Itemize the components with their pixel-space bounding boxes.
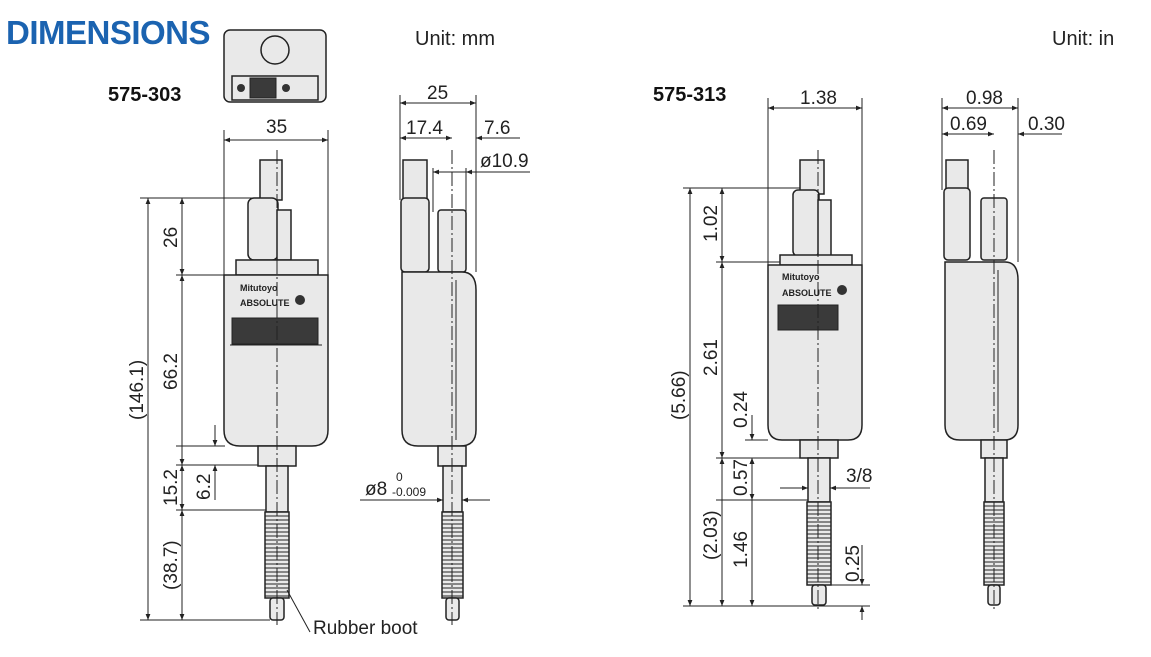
dim-38-7: (38.7) [161, 540, 182, 590]
left-front-view: Mitutoyo ABSOLUTE [223, 150, 329, 625]
dim-0-24: 0.24 [731, 391, 752, 428]
brand-logo: Mitutoyo [240, 283, 278, 293]
dim-7-6: 7.6 [484, 118, 510, 139]
dim-15-2: 15.2 [161, 469, 182, 506]
dim-dia-8: ø8 [365, 479, 387, 500]
dim-146-1: (146.1) [127, 360, 148, 420]
left-side-view [400, 150, 477, 625]
dim-0-30: 0.30 [1028, 114, 1065, 135]
page-title: DIMENSIONS [6, 14, 211, 51]
dim-17-4: 17.4 [406, 118, 443, 139]
left-front-dimensions: 35 (146.1) 26 66.2 15.2 (38.7) 6.2 Rubbe… [127, 117, 418, 639]
dim-26: 26 [161, 227, 182, 248]
dim-0-57: 0.57 [731, 459, 752, 496]
dim-1-38: 1.38 [800, 88, 837, 109]
dim-66-2: 66.2 [161, 353, 182, 390]
dim-5-66: (5.66) [669, 370, 690, 420]
dim-0-25: 0.25 [843, 545, 864, 582]
rubber-boot-callout: Rubber boot [313, 618, 418, 639]
dim-3-8: 3/8 [846, 466, 872, 487]
absolute-logo-2: ABSOLUTE [782, 288, 832, 298]
dim-2-61: 2.61 [701, 339, 722, 376]
brand-logo-2: Mitutoyo [782, 272, 820, 282]
tolerance-lower: -0.009 [392, 485, 426, 499]
model-575-303-label: 575-303 [108, 84, 182, 106]
dim-1-46: 1.46 [731, 531, 752, 568]
dim-0-69: 0.69 [950, 114, 987, 135]
right-side-view [943, 150, 1019, 612]
unit-label-in: Unit: in [1052, 28, 1115, 50]
dim-35: 35 [266, 117, 287, 138]
dim-dia-10-9: ø10.9 [480, 151, 529, 172]
dim-0-98: 0.98 [966, 88, 1003, 109]
right-front-dimensions: 1.38 (5.66) 1.02 2.61 (2.03) 0.24 0.57 1… [669, 88, 872, 620]
model-575-313-label: 575-313 [653, 84, 727, 106]
left-side-dimensions: 25 17.4 7.6 ø10.9 ø8 0 -0.009 [360, 83, 530, 503]
right-side-dimensions: 0.98 0.69 0.30 [941, 88, 1065, 262]
dim-2-03: (2.03) [701, 510, 722, 560]
dim-6-2: 6.2 [194, 474, 215, 500]
dim-25: 25 [427, 83, 448, 104]
rubber-boot [806, 501, 832, 586]
absolute-logo: ABSOLUTE [240, 298, 290, 308]
dim-1-02: 1.02 [701, 205, 722, 242]
tolerance-upper: 0 [396, 470, 403, 484]
right-front-view: Mitutoyo ABSOLUTE [767, 150, 863, 612]
top-view-thumbnail [223, 29, 327, 103]
unit-label-mm: Unit: mm [415, 28, 495, 50]
